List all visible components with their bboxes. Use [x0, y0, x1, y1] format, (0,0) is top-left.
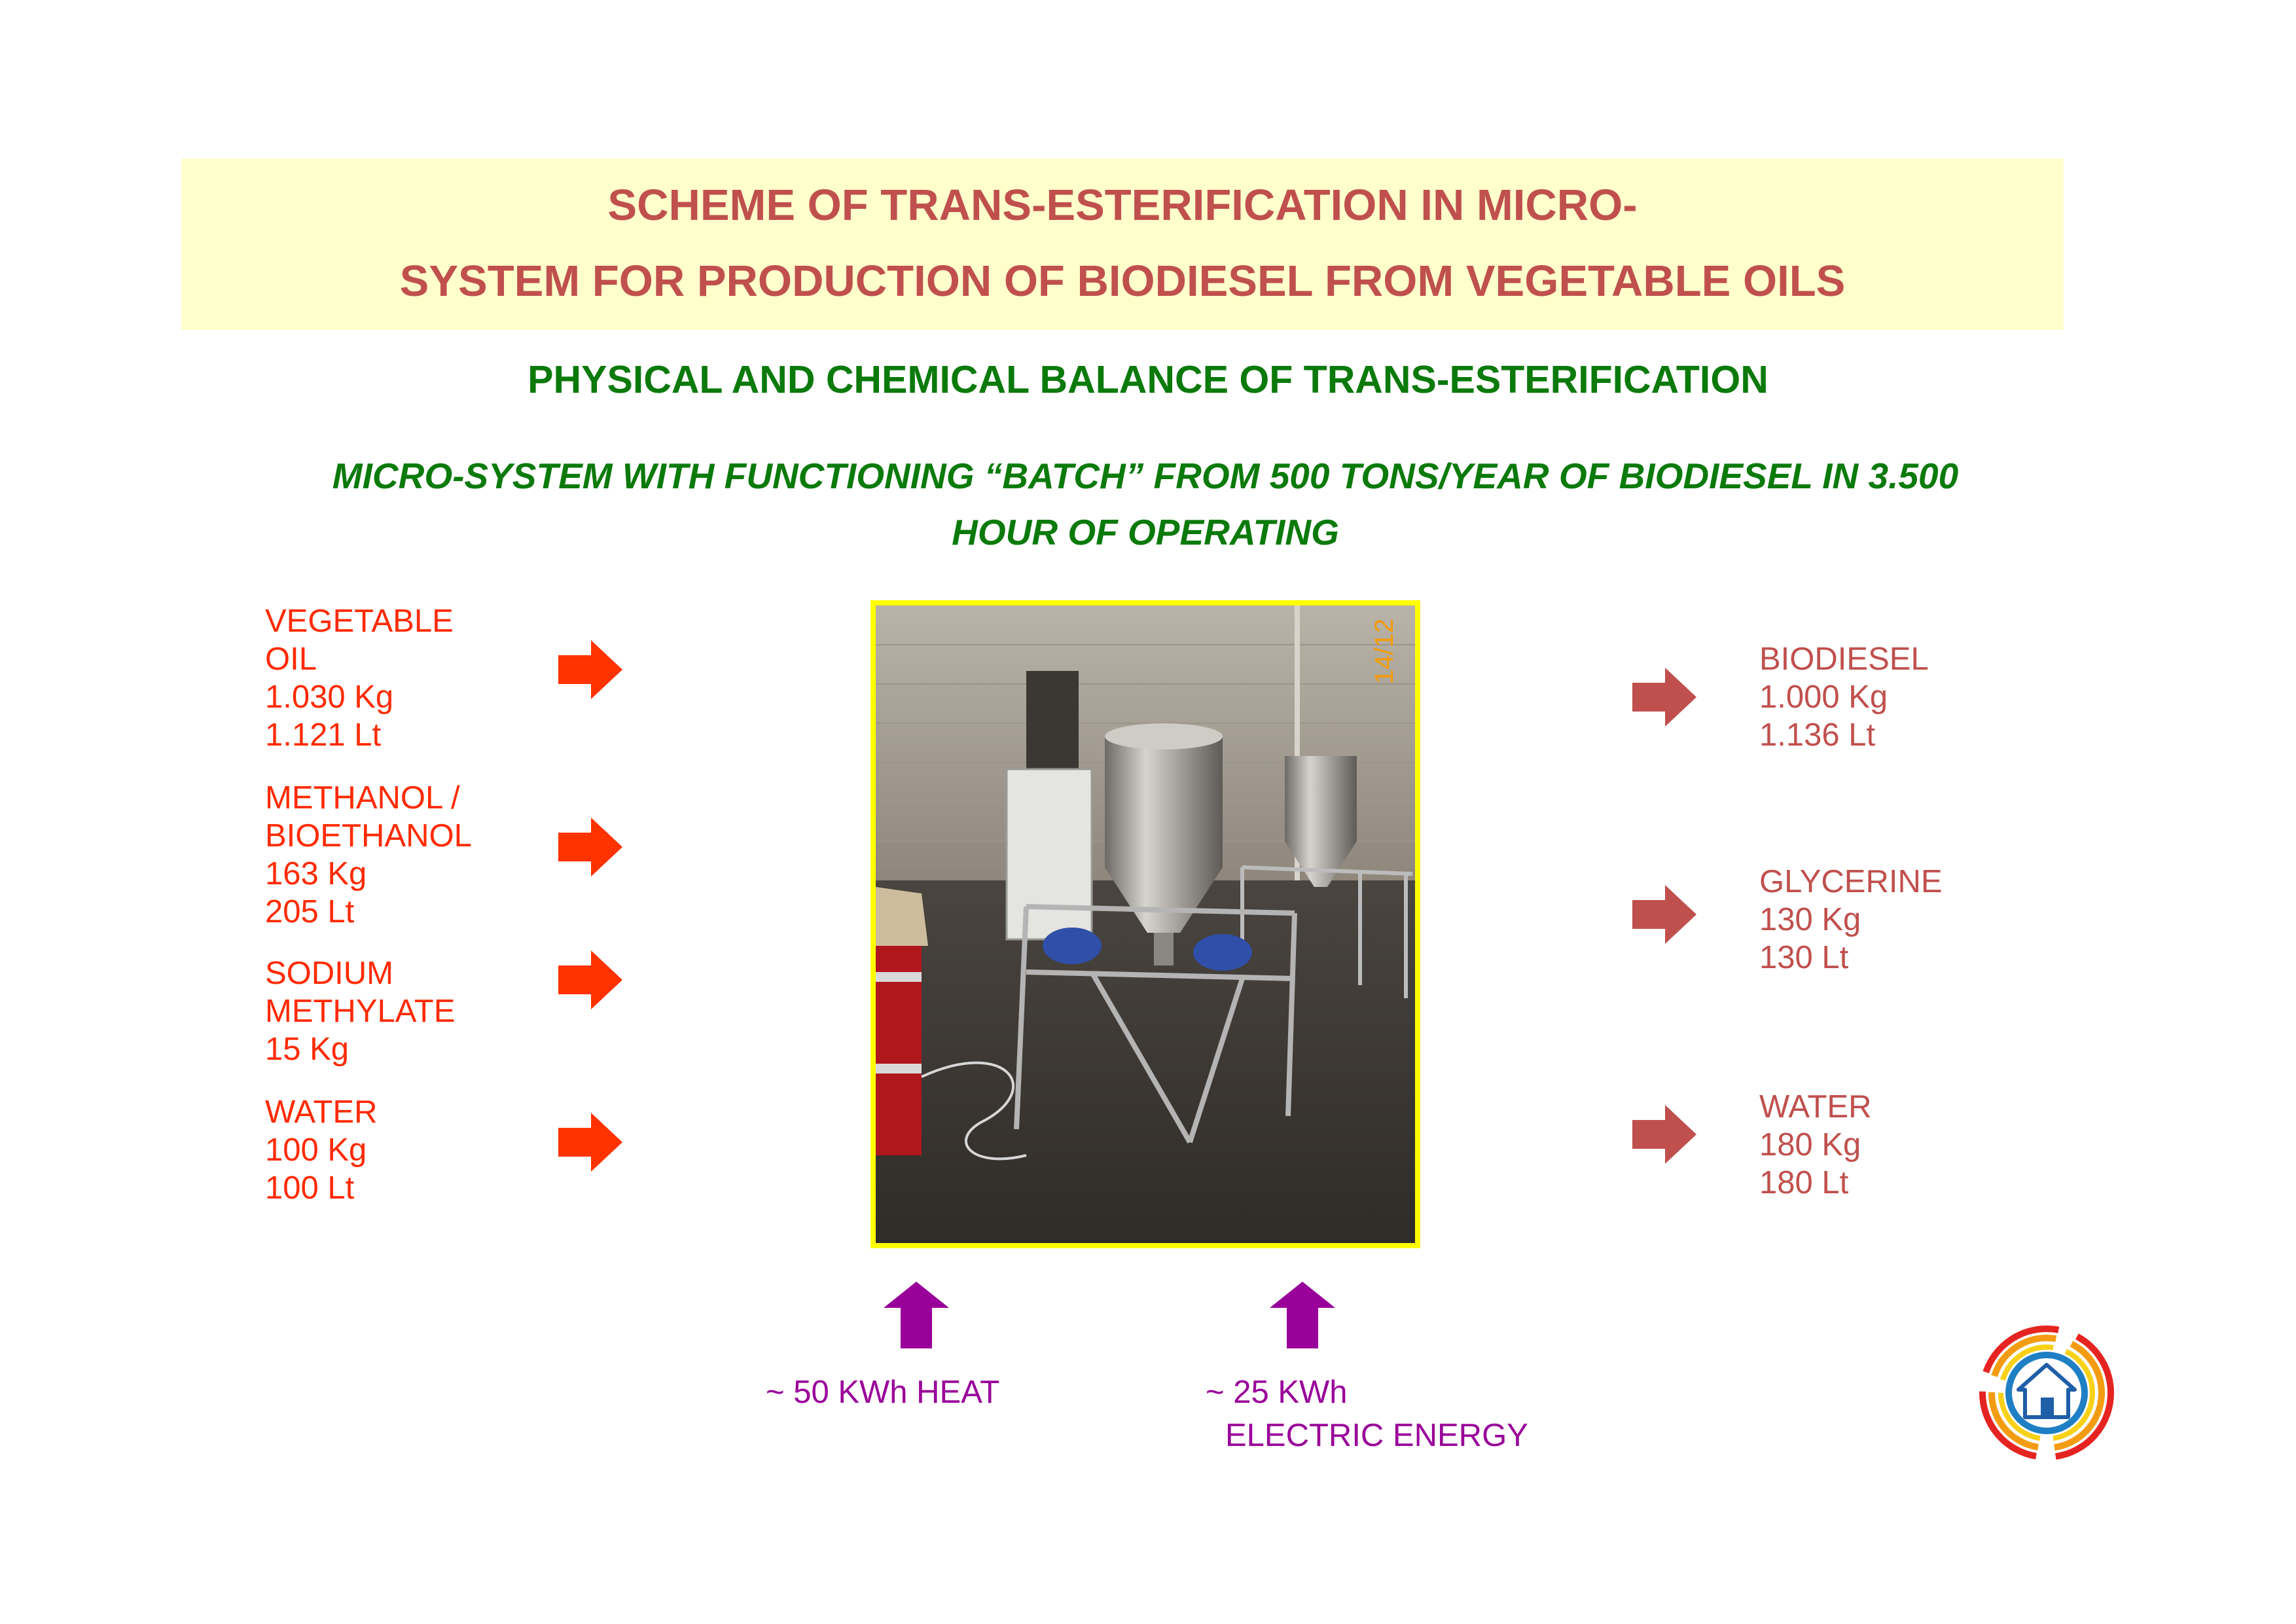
up-arrow-icon	[1270, 1282, 1335, 1348]
input-water-mass: 100 Kg	[265, 1132, 367, 1168]
output-water-volume: 180 Lt	[1759, 1165, 1849, 1200]
output-biodiesel: BIODIESEL 1.000 Kg 1.136 Lt	[1759, 640, 1929, 754]
caption-line-1: MICRO-SYSTEM WITH FUNCTIONING “BATCH” FR…	[332, 456, 1959, 496]
output-glycerine-volume: 130 Lt	[1759, 940, 1849, 975]
heat-energy-label: ~ 50 KWh HEAT	[766, 1375, 1000, 1410]
title-line-1: SCHEME OF TRANS-ESTERIFICATION IN MICRO-	[607, 181, 1638, 230]
output-water-mass: 180 Kg	[1759, 1127, 1861, 1163]
output-water-line-1: WATER	[1759, 1089, 1872, 1125]
right-arrow-icon	[558, 1113, 622, 1172]
output-glycerine-line-1: GLYCERINE	[1759, 864, 1943, 899]
right-arrow-icon	[558, 640, 622, 699]
input-sodium-methylate: SODIUM METHYLATE 15 Kg	[265, 954, 455, 1068]
input-vegetable-oil-line-2: OIL	[265, 641, 317, 677]
right-arrow-icon	[1632, 668, 1696, 727]
input-methanol-line-2: BIOETHANOL	[265, 818, 472, 854]
electric-energy-line-1: ~ 25 KWh	[1206, 1375, 1348, 1410]
house-logo-icon	[1978, 1324, 2115, 1465]
electric-energy-line-2: ELECTRIC ENERGY	[1225, 1418, 1528, 1453]
output-glycerine: GLYCERINE 130 Kg 130 Lt	[1759, 863, 1943, 977]
up-arrow-icon	[884, 1282, 949, 1348]
input-vegetable-oil-line-1: VEGETABLE	[265, 604, 454, 639]
caption-line-2: HOUR OF OPERATING	[952, 512, 1339, 552]
input-vegetable-oil-mass: 1.030 Kg	[265, 679, 394, 715]
right-arrow-icon	[1632, 885, 1696, 944]
input-vegetable-oil: VEGETABLE OIL 1.030 Kg 1.121 Lt	[265, 602, 454, 754]
output-glycerine-mass: 130 Kg	[1759, 902, 1861, 937]
input-sodium-methylate-line-2: METHYLATE	[265, 994, 456, 1029]
reactor-photo: 14/12	[870, 600, 1420, 1248]
input-vegetable-oil-volume: 1.121 Lt	[265, 717, 382, 753]
input-sodium-methylate-mass: 15 Kg	[265, 1032, 350, 1067]
subtitle: PHYSICAL AND CHEMICAL BALANCE OF TRANS-E…	[528, 358, 1768, 401]
input-water-volume: 100 Lt	[265, 1170, 355, 1206]
electric-energy-label: ~ 25 KWh ELECTRIC ENERGY	[1206, 1373, 1528, 1454]
output-biodiesel-mass: 1.000 Kg	[1759, 679, 1888, 715]
input-water: WATER 100 Kg 100 Lt	[265, 1093, 377, 1207]
input-methanol-mass: 163 Kg	[265, 856, 367, 892]
svg-text:14/12: 14/12	[1370, 619, 1399, 684]
input-methanol-volume: 205 Lt	[265, 894, 355, 929]
input-sodium-methylate-line-1: SODIUM	[265, 956, 393, 991]
right-arrow-icon	[558, 950, 622, 1009]
caption: MICRO-SYSTEM WITH FUNCTIONING “BATCH” FR…	[164, 448, 2127, 560]
title-line-2: SYSTEM FOR PRODUCTION OF BIODIESEL FROM …	[399, 257, 1846, 306]
input-water-line-1: WATER	[265, 1094, 378, 1130]
input-methanol-line-1: METHANOL /	[265, 780, 460, 816]
output-water: WATER 180 Kg 180 Lt	[1759, 1088, 1871, 1202]
right-arrow-icon	[558, 818, 622, 876]
right-arrow-icon	[1632, 1105, 1696, 1164]
output-biodiesel-volume: 1.136 Lt	[1759, 717, 1876, 753]
input-methanol: METHANOL / BIOETHANOL 163 Kg 205 Lt	[265, 779, 472, 931]
title-banner: SCHEME OF TRANS-ESTERIFICATION IN MICRO-…	[181, 158, 2064, 330]
output-biodiesel-line-1: BIODIESEL	[1759, 641, 1929, 677]
